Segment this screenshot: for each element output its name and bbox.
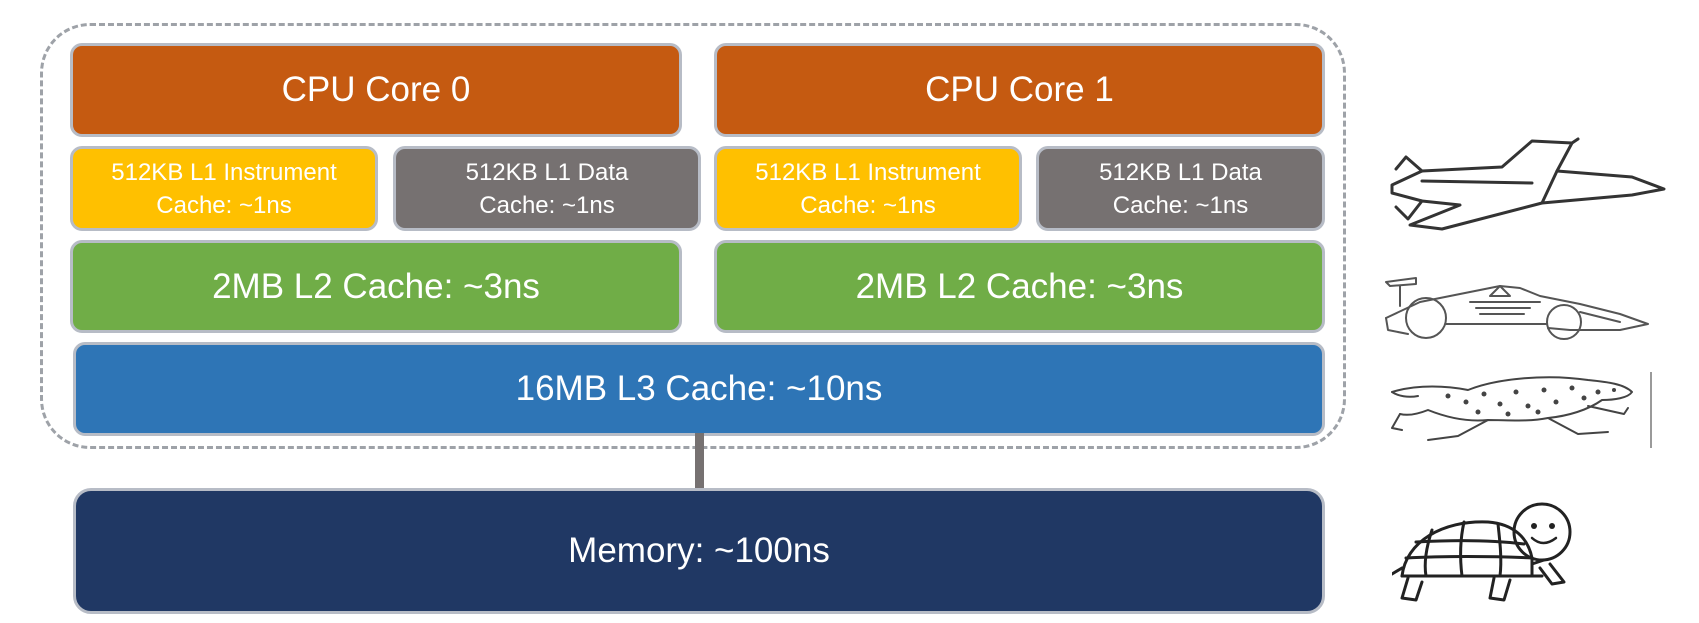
race-car-icon xyxy=(1385,277,1649,340)
l3-label: 16MB L3 Cache: ~10ns xyxy=(515,369,883,408)
side-divider xyxy=(1650,372,1652,448)
memory-bus-connector xyxy=(695,433,704,490)
cpu-core-1: CPU Core 1 xyxy=(714,43,1325,137)
main-memory: Memory: ~100ns xyxy=(73,488,1325,614)
cpu-core-1-label: CPU Core 1 xyxy=(925,70,1114,109)
core-0-l1-instruction-cache: 512KB L1 Instrument Cache: ~1ns xyxy=(70,146,378,231)
cpu-core-0: CPU Core 0 xyxy=(70,43,682,137)
core-0-l1-instruction-label: 512KB L1 Instrument Cache: ~1ns xyxy=(111,158,337,219)
core-0-l1-data-cache: 512KB L1 Data Cache: ~1ns xyxy=(393,146,701,231)
core-1-l1-instruction-cache: 512KB L1 Instrument Cache: ~1ns xyxy=(714,146,1022,231)
l3-cache: 16MB L3 Cache: ~10ns xyxy=(73,342,1325,436)
cpu-package-frame xyxy=(40,23,1346,449)
turtle-icon xyxy=(1392,502,1572,602)
core-0-l2-label: 2MB L2 Cache: ~3ns xyxy=(212,266,540,306)
jet-plane-icon xyxy=(1390,137,1666,231)
core-1-l1-data-label: 512KB L1 Data Cache: ~1ns xyxy=(1099,158,1262,219)
memory-label: Memory: ~100ns xyxy=(568,531,830,570)
core-1-l1-instruction-label: 512KB L1 Instrument Cache: ~1ns xyxy=(755,158,981,219)
cheetah-icon xyxy=(1391,376,1633,441)
core-1-l2-label: 2MB L2 Cache: ~3ns xyxy=(855,266,1184,306)
core-1-l1-data-cache: 512KB L1 Data Cache: ~1ns xyxy=(1036,146,1325,231)
core-0-l2-cache: 2MB L2 Cache: ~3ns xyxy=(70,240,682,333)
cpu-core-0-label: CPU Core 0 xyxy=(281,70,471,109)
core-0-l1-data-label: 512KB L1 Data Cache: ~1ns xyxy=(465,158,629,219)
core-1-l2-cache: 2MB L2 Cache: ~3ns xyxy=(714,240,1325,333)
